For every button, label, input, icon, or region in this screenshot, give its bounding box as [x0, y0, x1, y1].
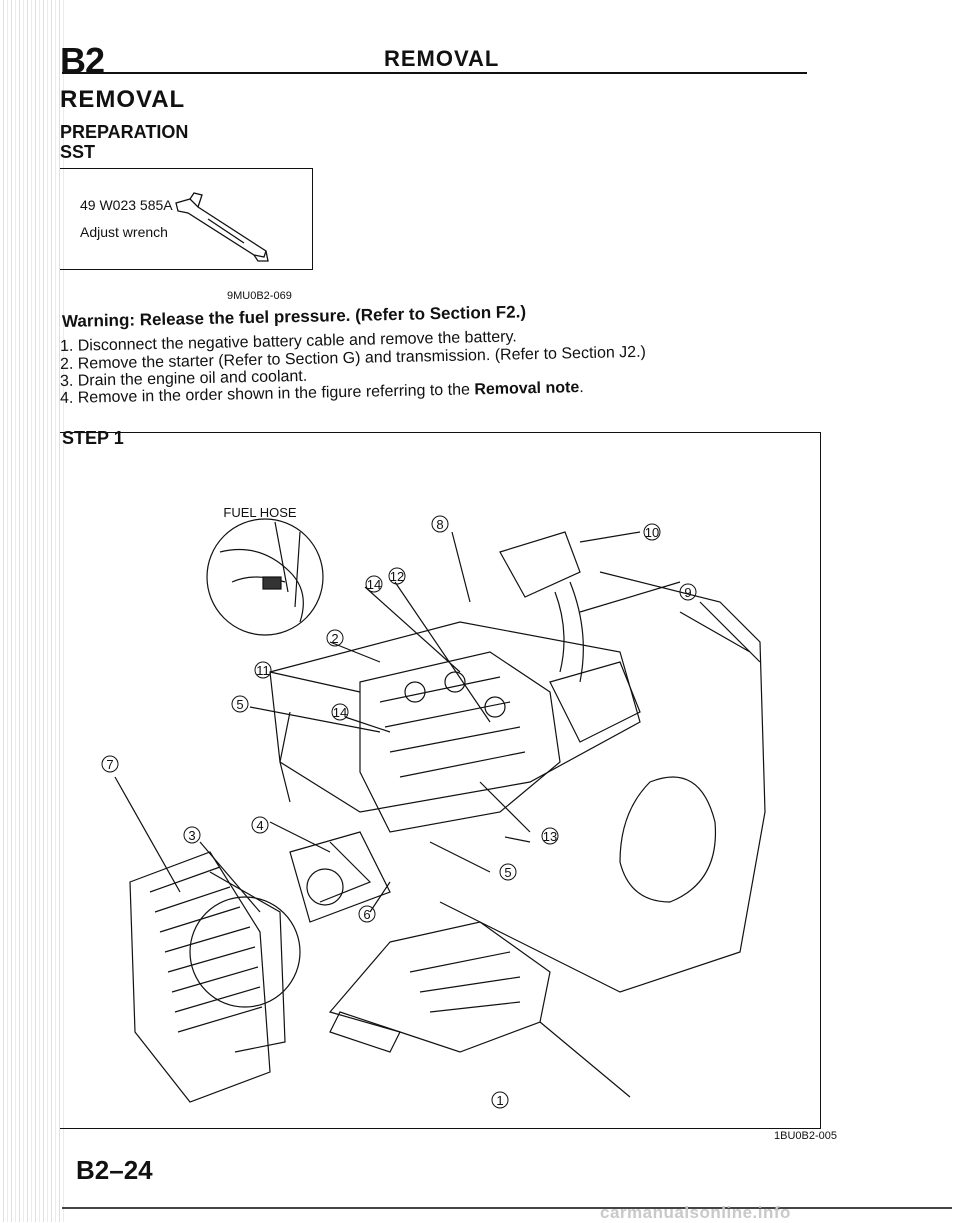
sst-table: 49 W023 585A Adjust wrench	[60, 168, 313, 270]
engine-removal-figure: FUEL HOSE 8 10 12 14 9 2 11 5 14 7 4 3 1…	[101, 505, 766, 1109]
callout-14a: 14	[367, 577, 381, 592]
sst-figure-code: 9MU0B2-069	[227, 290, 292, 302]
callout-10: 10	[645, 525, 659, 540]
page-number: B2–24	[76, 1155, 153, 1185]
callout-2: 2	[331, 631, 338, 646]
header-rule	[62, 72, 807, 74]
radiator	[129, 851, 271, 1103]
callout-4: 4	[256, 818, 263, 833]
engine-block	[359, 651, 561, 833]
callout-6: 6	[363, 907, 370, 922]
step-4-end: .	[579, 379, 584, 397]
callout-1: 1	[496, 1093, 503, 1108]
footer-rule	[62, 1207, 952, 1209]
callout-13: 13	[543, 829, 557, 844]
sst-part-number: 49 W023 585A	[80, 197, 173, 213]
car-body-outline	[439, 571, 766, 993]
sst-tool-name: Adjust wrench	[80, 224, 168, 240]
fuel-hose-inset	[206, 518, 324, 636]
under-cover	[328, 921, 551, 1053]
callout-5b: 5	[504, 865, 511, 880]
step-4-emphasis: Removal note	[474, 379, 580, 399]
warning-text: Warning: Release the fuel pressure. (Ref…	[61, 302, 527, 331]
watermark: carmanualsonline.info	[600, 1203, 791, 1222]
fuel-hose-label: FUEL HOSE	[223, 505, 297, 520]
callout-7: 7	[106, 757, 113, 772]
callout-11: 11	[256, 663, 270, 678]
heading-removal: REMOVAL	[60, 86, 186, 113]
callout-5a: 5	[236, 697, 243, 712]
scan-binding-edge	[0, 0, 64, 1222]
step-label: STEP 1	[62, 428, 124, 448]
section-code: B2	[60, 40, 105, 81]
air-cleaner	[499, 531, 581, 598]
callout-9: 9	[684, 585, 691, 600]
figure-code: 1BU0B2-005	[774, 1130, 837, 1142]
figure-frame	[60, 432, 821, 1129]
heading-sst: SST	[60, 142, 96, 162]
callout-8: 8	[436, 517, 443, 532]
heading-preparation: PREPARATION	[60, 122, 189, 142]
callout-14b: 14	[333, 705, 347, 720]
running-title: REMOVAL	[384, 46, 500, 71]
callout-3: 3	[188, 828, 195, 843]
adjust-wrench-icon	[175, 192, 269, 262]
callout-12: 12	[390, 569, 404, 584]
